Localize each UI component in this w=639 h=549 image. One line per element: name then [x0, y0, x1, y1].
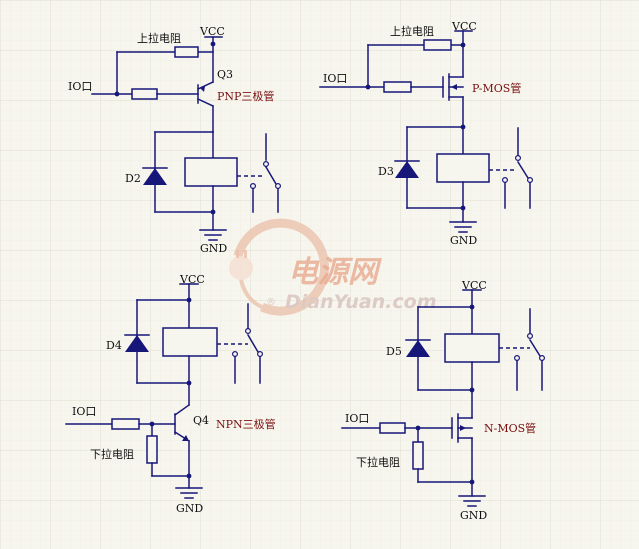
- gnd-label: GND: [460, 509, 487, 522]
- switch-blade: [528, 338, 542, 358]
- transistor-collector: [173, 403, 191, 417]
- diode-icon: [125, 335, 149, 352]
- watermark-cn-text: 电源网: [288, 255, 382, 290]
- watermark-logo: [229, 218, 330, 316]
- transistor-type-label: NPN三极管: [216, 417, 276, 431]
- switch-contact-icon: [250, 183, 257, 190]
- transistor-ref-label: Q3: [217, 68, 233, 81]
- pullup-resistor: [174, 46, 199, 58]
- diode-label: D4: [106, 339, 122, 352]
- relay-coil: [184, 157, 238, 187]
- junction-dot: [114, 91, 120, 97]
- gnd-label: GND: [200, 242, 227, 255]
- pullup-resistor: [423, 39, 452, 51]
- io-label: IO口: [68, 80, 92, 93]
- vcc-label: VCC: [199, 25, 225, 38]
- switch-contact-icon: [513, 355, 520, 362]
- diode-label: D3: [378, 165, 394, 178]
- pulldown-label: 下拉电阻: [356, 455, 400, 469]
- switch-contact-icon: [538, 355, 545, 362]
- io-label: IO口: [345, 412, 369, 425]
- transistor-type-label: PNP三极管: [217, 89, 274, 103]
- diode-icon: [143, 168, 167, 185]
- pullup-label: 上拉电阻: [390, 24, 434, 38]
- io-label: IO口: [323, 72, 347, 85]
- switch-contact-icon: [245, 328, 252, 335]
- plug-pin-icon: [244, 250, 247, 258]
- switch-contact-icon: [502, 177, 509, 184]
- emitter-arrow-icon: [182, 435, 189, 441]
- junction-dot: [186, 473, 192, 479]
- plug-pin-icon: [236, 250, 239, 258]
- junction-dot: [469, 479, 475, 485]
- switch-blade: [516, 160, 530, 180]
- relay-coil: [162, 327, 218, 357]
- watermark-logo-ring: [233, 218, 330, 316]
- plug-cord-icon: [239, 279, 263, 309]
- pulldown-resistor: [146, 435, 158, 464]
- circuit-nmos: VCC D5 IO口 N-MOS管 下拉电阻 GND: [341, 279, 545, 522]
- gnd-label: GND: [450, 234, 477, 247]
- base-resistor: [111, 418, 140, 430]
- gate-resistor: [379, 422, 406, 434]
- circuit-pmos: VCC 上拉电阻 IO口 P-MOS管 D3 GND: [319, 20, 533, 247]
- relay-coil: [436, 153, 490, 183]
- io-label: IO口: [72, 405, 96, 418]
- base-resistor: [131, 88, 158, 100]
- mosfet-arrow-icon: [451, 84, 457, 90]
- emitter-arrow-icon: [200, 86, 205, 92]
- switch-contact-icon: [526, 333, 533, 340]
- vcc-label: VCC: [461, 279, 487, 292]
- circuit-npn: VCC D4 IO口 Q4 NPN三极管 下拉电阻 GND: [65, 273, 276, 515]
- relay-coil: [444, 333, 500, 363]
- mosfet-arrow-icon: [460, 425, 466, 431]
- plug-icon: [229, 256, 253, 280]
- gnd-label: GND: [176, 502, 203, 515]
- switch-contact-icon: [263, 161, 270, 168]
- pulldown-resistor: [412, 441, 424, 470]
- pulldown-label: 下拉电阻: [90, 447, 134, 461]
- diode-icon: [406, 340, 430, 357]
- switch-contact-icon: [275, 183, 282, 190]
- transistor-type-label: P-MOS管: [472, 81, 521, 95]
- diode-icon: [395, 161, 419, 178]
- switch-contact-icon: [514, 155, 521, 162]
- diode-label: D2: [125, 172, 141, 185]
- switch-contact-icon: [232, 351, 239, 358]
- switch-contact-icon: [526, 177, 533, 184]
- watermark: 电源网 DianYuan.com ®: [229, 218, 437, 316]
- junction-dot: [210, 209, 216, 215]
- watermark-registered-mark: ®: [266, 297, 276, 308]
- gate-resistor: [383, 81, 412, 93]
- vcc-label: VCC: [451, 20, 477, 33]
- junction-dot: [186, 380, 192, 386]
- junction-dot: [210, 41, 216, 47]
- diode-label: D5: [386, 345, 402, 358]
- pullup-label: 上拉电阻: [137, 31, 181, 45]
- transistor-ref-label: Q4: [193, 414, 209, 427]
- switch-blade: [264, 165, 278, 186]
- vcc-label: VCC: [179, 273, 205, 286]
- junction-dot: [365, 84, 371, 90]
- switch-blade: [246, 333, 260, 354]
- circuit-pnp: VCC 上拉电阻 IO口 Q3 PNP三极管 D2 GND: [68, 25, 282, 255]
- junction-dot: [469, 387, 475, 393]
- transistor-collector: [197, 98, 214, 107]
- watermark-en-text: DianYuan.com: [285, 291, 437, 313]
- junction-dot: [460, 205, 466, 211]
- transistor-type-label: N-MOS管: [484, 421, 536, 435]
- switch-contact-icon: [257, 351, 264, 358]
